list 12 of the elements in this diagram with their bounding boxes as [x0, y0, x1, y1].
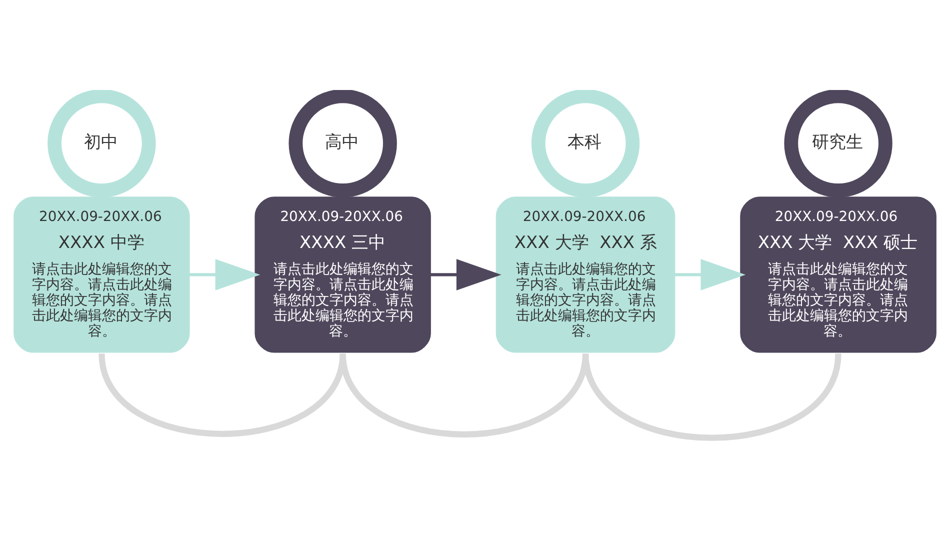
arrow [189, 259, 260, 290]
arrow [430, 259, 502, 290]
node-circle: 本科 [531, 90, 640, 198]
node-circle: 高中 [288, 90, 397, 198]
arrow [674, 259, 746, 290]
node-box: 20XX.09-20XX.06 XXX 大学 XXX 硕士 请点击此处编辑您的文字内容。请点击此处编辑您的文字内容。请点击此处编辑您的文字内容。 [740, 196, 936, 353]
node-box: 20XX.09-20XX.06 XXXX 三中 请点击此处编辑您的文字内容。请点击此处编辑您的文字内容。请点击此处编辑您的文字内容。 [254, 196, 431, 353]
node-circle: 研究生 [784, 90, 892, 198]
node-circle: 初中 [48, 90, 156, 198]
node-box: 20XX.09-20XX.06 XXXX 中学 请点击此处编辑您的文字内容。请点击此处编辑您的文字内容。请点击此处编辑您的文字内容。 [14, 196, 190, 353]
connector [582, 352, 842, 441]
node-box: 20XX.09-20XX.06 XXX 大学 XXX 系 请点击此处编辑您的文字内容。请点击此处编辑您的文字内容。请点击此处编辑您的文字内容。 [496, 196, 676, 353]
